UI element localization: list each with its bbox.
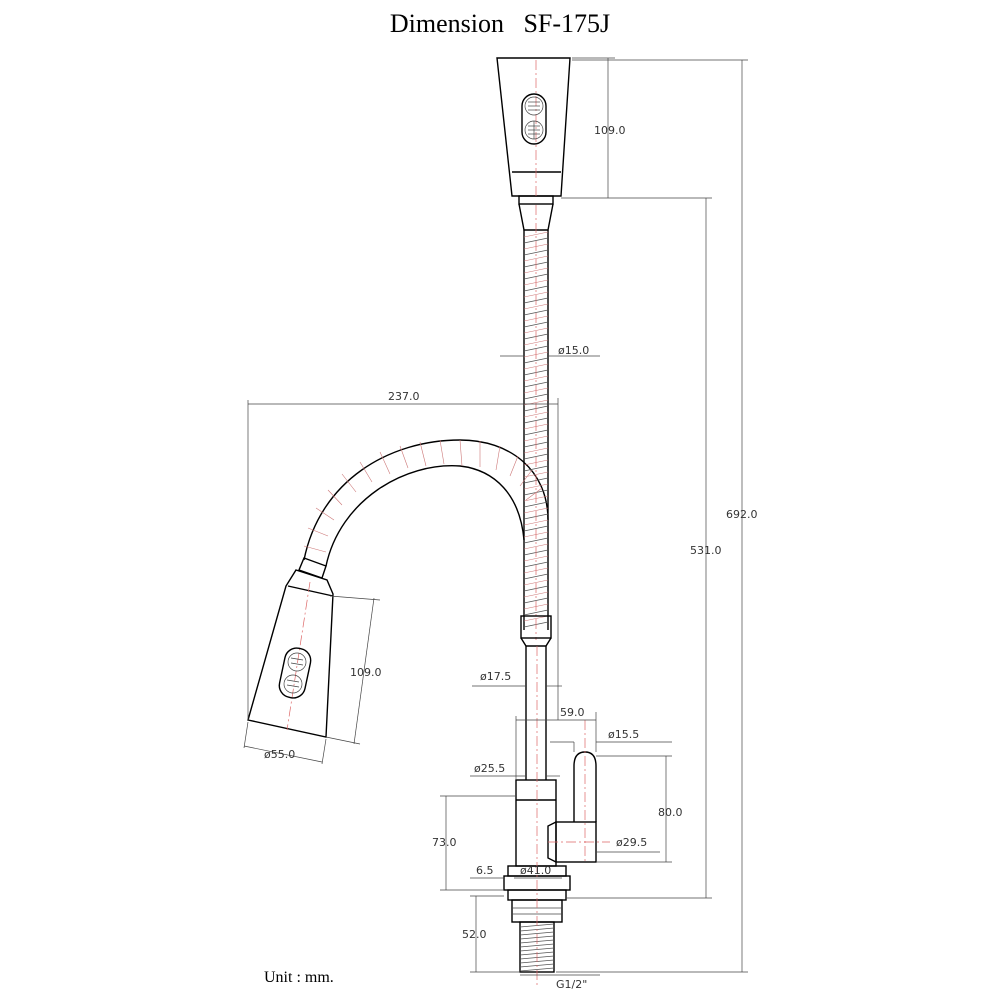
top-spray-head xyxy=(496,57,571,205)
dim-lever-diameter: ø29.5 xyxy=(616,836,647,849)
dim-handle-diameter: ø15.5 xyxy=(608,728,639,741)
dim-handle-height: 80.0 xyxy=(658,806,683,819)
dim-shank-length: 52.0 xyxy=(462,928,487,941)
dim-top-head-height: 109.0 xyxy=(594,124,626,137)
dim-head-diameter: ø55.0 xyxy=(264,748,295,761)
dim-side-head-height: 109.0 xyxy=(350,666,382,679)
dimension-labels: 109.0 ø15.0 237.0 692.0 531.0 109.0 ø55.… xyxy=(264,124,758,991)
dim-handle-offset: 59.0 xyxy=(560,706,585,719)
dim-total-height: 692.0 xyxy=(726,508,758,521)
side-spray-head xyxy=(247,569,334,738)
dim-body-diameter: ø25.5 xyxy=(474,762,505,775)
dimension-lines xyxy=(243,57,748,976)
unit-label: Unit : mm. xyxy=(264,969,334,986)
dim-neck-diameter: ø17.5 xyxy=(480,670,511,683)
flexible-hose xyxy=(298,203,554,647)
dim-base-diameter: ø41.0 xyxy=(520,864,551,877)
dim-base-step: 6.5 xyxy=(476,864,494,877)
dim-reach: 237.0 xyxy=(388,390,420,403)
drawing-title: Dimension SF-175J xyxy=(390,9,610,38)
dim-spout-height: 531.0 xyxy=(690,544,722,557)
dim-hose-diameter: ø15.0 xyxy=(558,344,589,357)
faucet-body xyxy=(503,646,610,985)
dim-thread: G1/2" xyxy=(556,978,587,991)
dim-body-height: 73.0 xyxy=(432,836,457,849)
